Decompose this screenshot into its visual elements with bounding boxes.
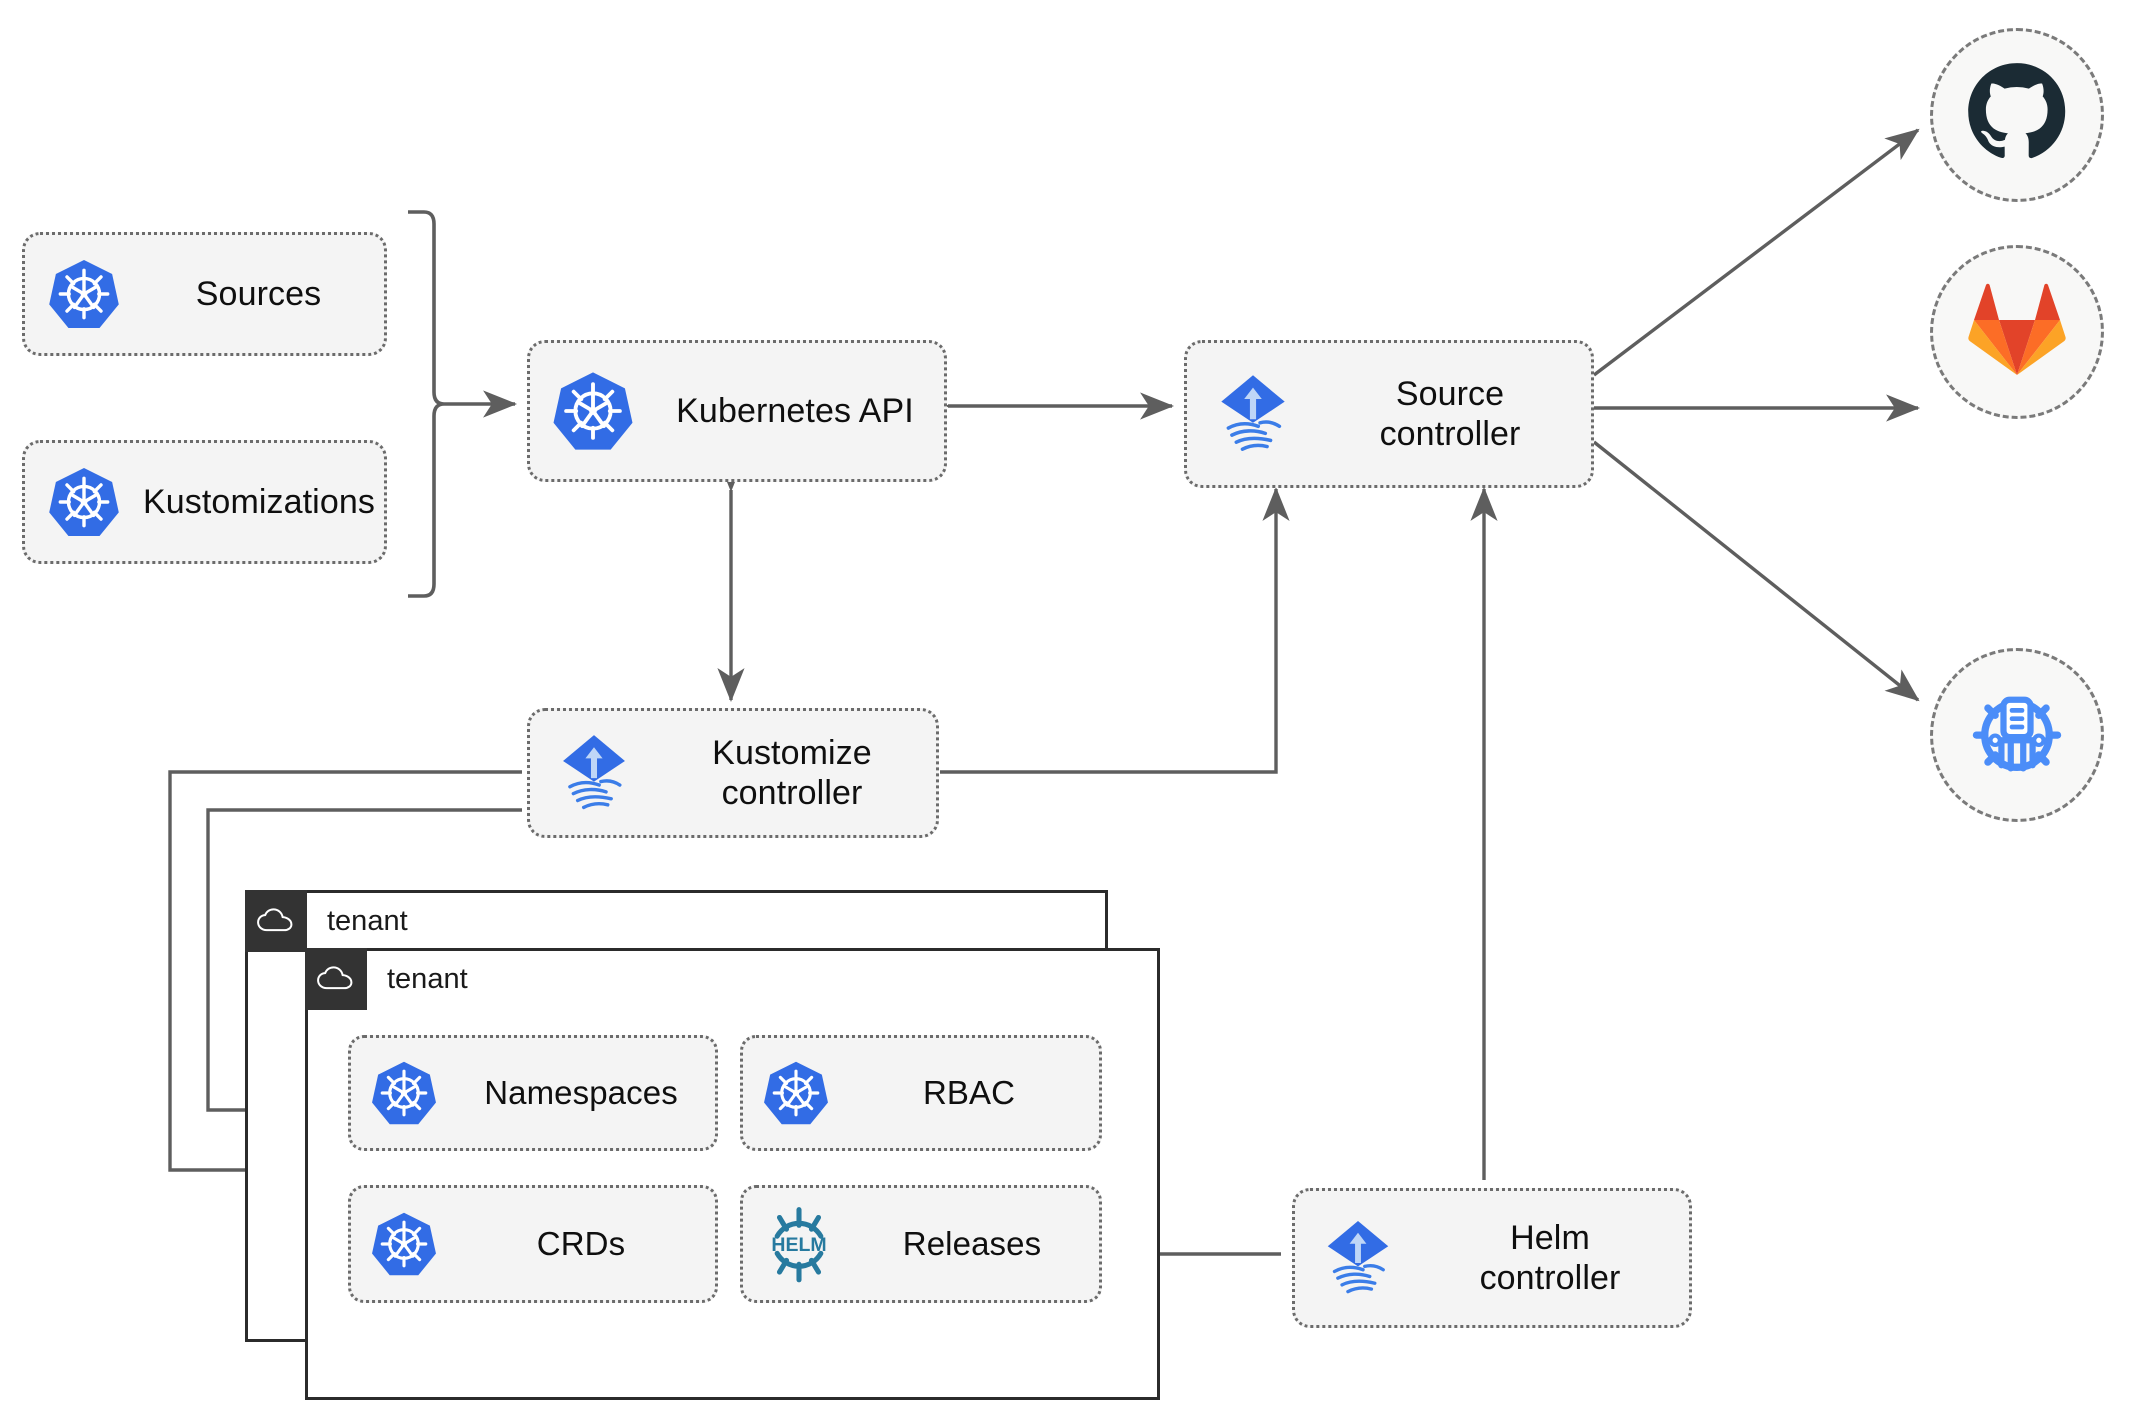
tenant-header: tenant bbox=[245, 890, 408, 952]
cloud-icon bbox=[305, 948, 367, 1010]
node-label: Helm controller bbox=[1479, 1218, 1621, 1297]
tenant-resource-rbac[interactable]: RBAC bbox=[740, 1035, 1102, 1151]
flux-icon bbox=[1187, 370, 1319, 458]
tile-label: Releases bbox=[902, 1224, 1042, 1262]
kubernetes-icon bbox=[351, 1059, 457, 1127]
provider-github[interactable] bbox=[1930, 28, 2104, 202]
resource-label: Sources bbox=[195, 274, 322, 313]
tenant-resource-releases[interactable]: HELM Releases bbox=[740, 1185, 1102, 1303]
resource-node-kustomizations[interactable]: Kustomizations bbox=[22, 440, 387, 564]
flux-icon bbox=[1295, 1216, 1421, 1300]
gitlab-icon bbox=[1967, 282, 2067, 383]
cloud-icon bbox=[245, 890, 307, 952]
provider-harbor[interactable] bbox=[1930, 648, 2104, 822]
tenant-frame-front[interactable]: tenant bbox=[305, 948, 1160, 1400]
kubernetes-icon bbox=[25, 257, 143, 331]
tenant-header: tenant bbox=[305, 948, 468, 1010]
tenant-resource-namespaces[interactable]: Namespaces bbox=[348, 1035, 718, 1151]
provider-gitlab[interactable] bbox=[1930, 245, 2104, 419]
tenant-label: tenant bbox=[327, 904, 408, 937]
tile-label: RBAC bbox=[922, 1073, 1016, 1111]
node-label: Source controller bbox=[1379, 374, 1521, 453]
edge-source-github bbox=[1592, 128, 1920, 377]
node-source-controller[interactable]: Source controller bbox=[1184, 340, 1594, 488]
svg-text:HELM: HELM bbox=[771, 1234, 826, 1256]
resource-label: Kustomizations bbox=[143, 482, 375, 521]
tile-label: CRDs bbox=[536, 1224, 626, 1262]
node-helm-controller[interactable]: Helm controller bbox=[1292, 1188, 1692, 1328]
node-kustomize-controller[interactable]: Kustomize controller bbox=[527, 708, 939, 838]
resources-bracket bbox=[408, 210, 445, 598]
resource-node-sources[interactable]: Sources bbox=[22, 232, 387, 356]
tile-label: Namespaces bbox=[484, 1073, 678, 1111]
github-icon bbox=[1965, 61, 2069, 170]
kubernetes-icon bbox=[530, 369, 656, 453]
kubernetes-icon bbox=[351, 1210, 457, 1278]
node-kubernetes-api[interactable]: Kubernetes API bbox=[527, 340, 947, 482]
flux-icon bbox=[530, 730, 658, 816]
node-label: Kustomize controller bbox=[712, 733, 872, 812]
kubernetes-icon bbox=[743, 1059, 849, 1127]
node-label: Kubernetes API bbox=[676, 391, 914, 430]
harbor-icon bbox=[1965, 681, 2069, 790]
helm-icon: HELM bbox=[743, 1205, 855, 1283]
edge-kustomize-source bbox=[940, 486, 1290, 774]
tenant-resource-crds[interactable]: CRDs bbox=[348, 1185, 718, 1303]
edge-source-harbor bbox=[1592, 440, 1920, 702]
tenant-label: tenant bbox=[387, 962, 468, 995]
kubernetes-icon bbox=[25, 465, 143, 539]
